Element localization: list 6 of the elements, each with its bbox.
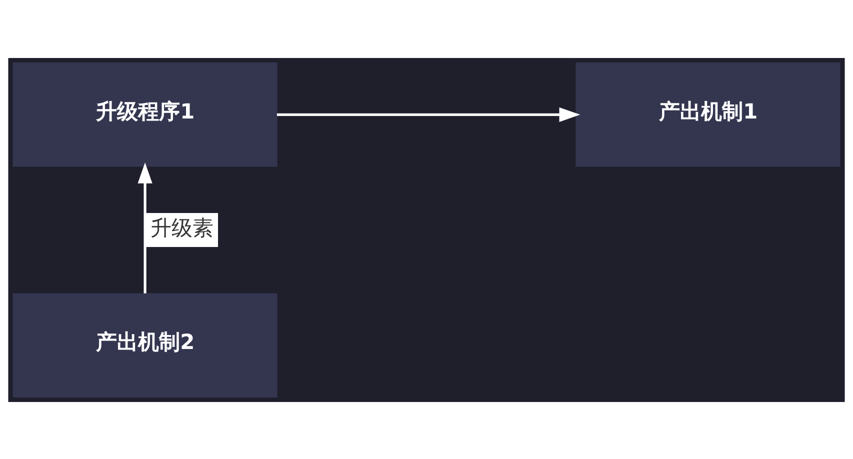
node-box: 产出机制2 — [12, 292, 278, 397]
arrow — [276, 106, 580, 122]
node-box: 升级程序1 — [12, 62, 278, 166]
node-box: 产出机制1 — [576, 62, 840, 166]
arrow — [138, 162, 152, 293]
edge-label: 升级素 — [150, 215, 214, 240]
